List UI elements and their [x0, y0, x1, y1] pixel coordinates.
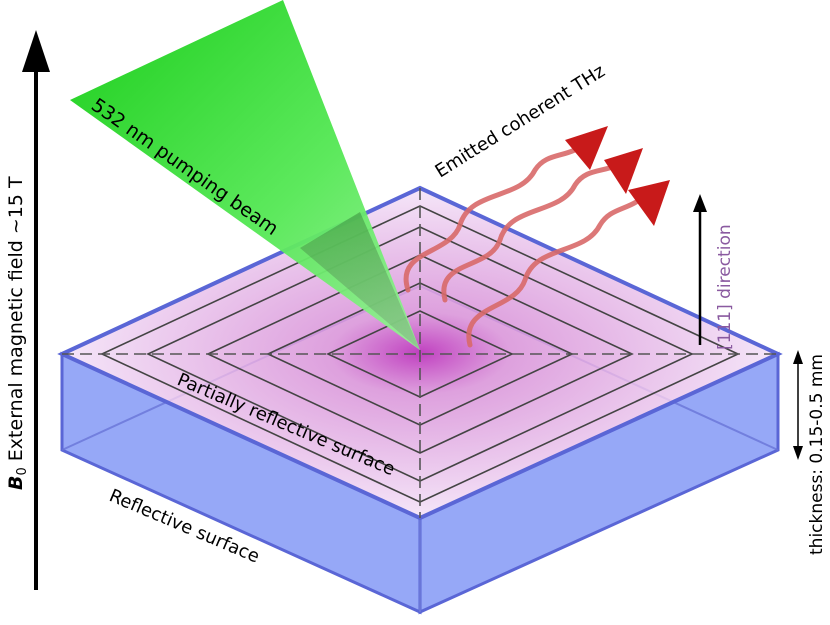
thz-arrowheads: [565, 126, 670, 226]
crystal-axes: [62, 188, 778, 518]
crystal-slab: [57, 185, 783, 615]
direction-label: [111] direction: [715, 224, 735, 350]
thz-arrow-2: [604, 148, 643, 194]
direction-arrow: [693, 194, 707, 345]
emitted-label: Emitted coherent THz: [432, 61, 609, 183]
thickness-label: thickness: 0.15-0.5 mm: [807, 354, 827, 555]
field-text: External magnetic field ~15 T: [5, 176, 27, 467]
field-subscript: 0: [15, 467, 30, 475]
magnetic-field-label: B0 External magnetic field ~15 T: [5, 176, 30, 490]
thz-arrow-3: [628, 180, 670, 226]
thz-emission: [403, 137, 653, 348]
thz-wave-3: [466, 187, 653, 348]
pumping-beam: [70, 0, 420, 350]
thz-arrow-1: [565, 126, 608, 170]
magnetic-field-arrow: [22, 30, 50, 590]
thz-wave-1: [403, 137, 591, 293]
thickness-arrow: [793, 350, 803, 460]
field-symbol: B: [5, 476, 27, 490]
thz-wave-2: [441, 155, 631, 303]
